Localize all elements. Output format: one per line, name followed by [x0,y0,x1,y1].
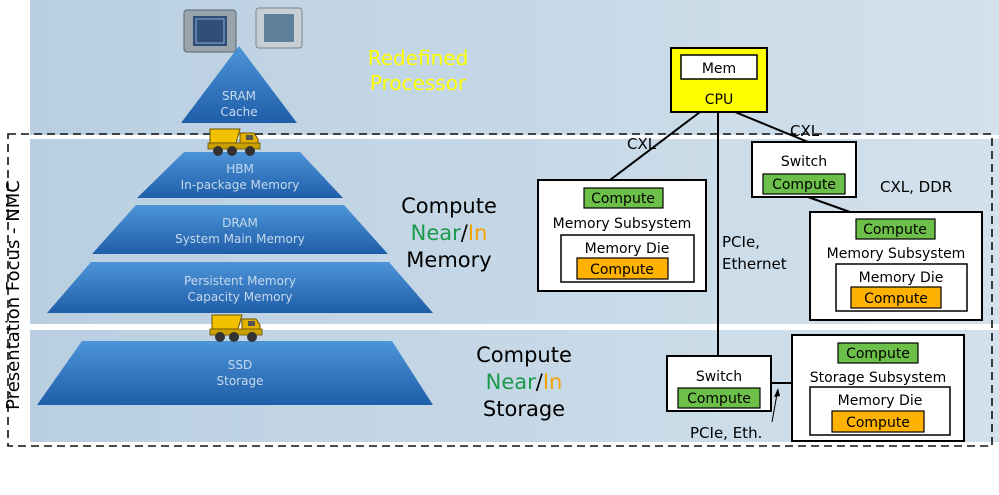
label-cxl-right: CXL [790,122,820,140]
switch-bottom-label: Switch [696,369,742,385]
cpu-mem-label: Mem [702,61,736,77]
memsub-left-die-compute-label: Compute [590,262,654,278]
presentation-focus-border [7,133,993,447]
ssd-label-1: SSD [228,358,252,372]
presentation-focus-label: Presentation Focus - NMC [3,180,24,410]
memsub-left-die-label: Memory Die [585,241,670,257]
dram-label-2: System Main Memory [175,232,305,246]
label-pcie-eth-short: PCIe, Eth. [690,424,762,442]
cpu-mem-box [680,54,758,80]
label-cxl-ddr: CXL, DDR [880,178,952,196]
hbm-label-1: HBM [226,162,254,176]
pcie-eth-arrow [771,393,778,423]
pyramid-ssd [37,341,433,405]
memsub-left-compute-label: Compute [591,191,655,207]
memsub-left-compute [583,187,664,209]
memsub-right-title: Memory Subsystem [827,246,966,262]
dump-truck-icon-2 [209,314,263,342]
storage-die-compute-label: Compute [846,415,910,431]
hbm-label-2: In-package Memory [181,178,300,192]
memsub-right-compute-label: Compute [863,222,927,238]
ssd-label-2: Storage [217,374,264,388]
storage-subsystem-title: Storage Subsystem [810,370,947,386]
pyramid-hbm [137,152,343,198]
memory-heading-2: Near/In [411,221,488,245]
label-pcie-1: PCIe, [722,233,760,251]
processor-title-1: Redefined [368,46,469,70]
label-cxl-left: CXL [627,135,657,153]
memory-slash: / [461,221,469,245]
dram-label-1: DRAM [222,216,258,230]
storage-in: In [543,370,563,394]
processor-chip-icon [183,9,237,53]
memory-heading-3: Memory [406,248,491,272]
memsub-right-die-compute-label: Compute [864,291,928,307]
storage-compute [837,342,919,364]
switch-bottom-compute-label: Compute [687,391,751,407]
memory-in: In [468,221,488,245]
link-switch-memsub-right [807,196,851,213]
diagram-canvas: SRAM Cache HBM In-package Memory DRAM Sy… [7,0,999,447]
memsub-right-compute [855,218,936,240]
pyramid-dram [92,205,388,254]
storage-heading-1: Compute [476,343,572,367]
storage-near: Near [486,370,536,394]
band-processor [30,0,999,135]
processor-title-2: Processor [370,71,467,95]
link-cpu-memsub-left [609,111,701,181]
pmem-label-1: Persistent Memory [184,274,296,288]
processor-chip-icon-2 [255,7,303,49]
pyramid-sram [181,46,297,123]
memsub-left-title: Memory Subsystem [553,216,692,232]
switch-top-label: Switch [781,154,827,170]
memory-near: Near [411,221,461,245]
memsub-right-die-label: Memory Die [859,270,944,286]
memory-heading-1: Compute [401,194,497,218]
link-cpu-switch-top [734,111,809,143]
pcie-eth-arrowhead [774,388,780,397]
switch-bottom-compute [677,387,761,409]
storage-slash: / [536,370,544,394]
memsub-left-die-compute [576,257,669,280]
storage-compute-label: Compute [846,346,910,362]
switch-top-compute [762,173,846,195]
switch-top-compute-label: Compute [772,177,836,193]
storage-die-label: Memory Die [838,393,923,409]
sram-label-2: Cache [220,105,257,119]
storage-die-compute [831,410,925,433]
storage-heading-3: Storage [483,397,565,421]
cpu-label: CPU [705,92,733,108]
memsub-right-die-compute [850,286,942,309]
storage-heading-2: Near/In [486,370,563,394]
label-pcie-2: Ethernet [722,255,787,273]
sram-label-1: SRAM [222,89,256,103]
pmem-label-2: Capacity Memory [187,290,292,304]
dump-truck-icon [207,128,261,156]
pyramid-pmem [47,262,433,313]
